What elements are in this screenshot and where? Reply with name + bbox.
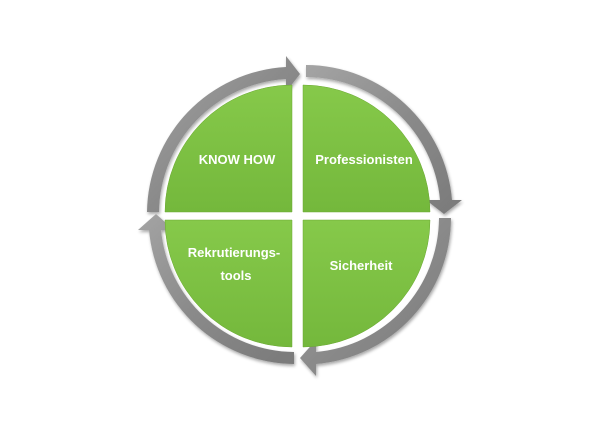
label-rekrutierungstools-line-1: Rekrutierungs-	[188, 245, 280, 260]
label-professionisten: Professionisten	[315, 152, 413, 167]
quadrant-top-left	[164, 84, 293, 213]
cycle-arrow-icon	[138, 214, 294, 364]
quadrant-top-right	[302, 84, 431, 213]
label-know-how: KNOW HOW	[199, 152, 276, 167]
quadrant-labels: KNOW HOW Professionisten Sicherheit Rekr…	[188, 152, 413, 283]
cycle-arrow-icon	[300, 218, 451, 376]
label-sicherheit: Sicherheit	[330, 258, 394, 273]
quadrant-bottom-right	[302, 219, 431, 348]
cycle-arrows	[138, 56, 462, 376]
cycle-arrow-icon	[306, 65, 462, 214]
quadrants	[164, 84, 431, 348]
quadrant-bottom-left	[164, 219, 293, 348]
label-rekrutierungstools-line-2: tools	[220, 268, 251, 283]
cycle-arrow-icon	[147, 56, 300, 212]
